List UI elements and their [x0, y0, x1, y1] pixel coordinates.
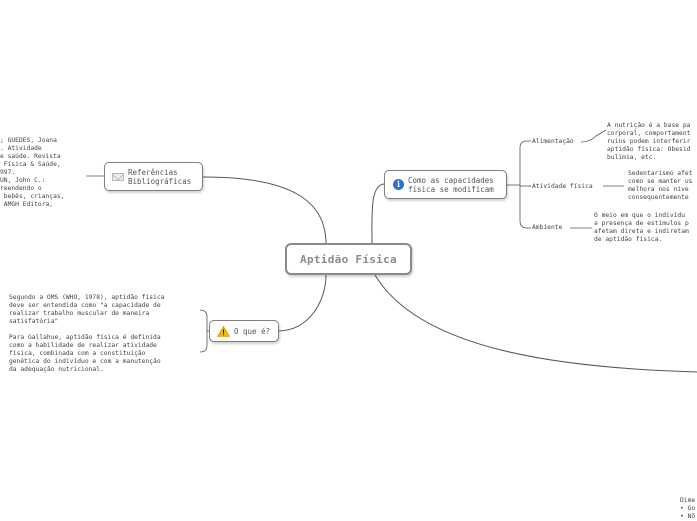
central-topic[interactable]: Aptidão Física [285, 243, 412, 275]
subtopic-ambiente[interactable]: Ambiente [532, 224, 563, 231]
link-central-referencias [202, 176, 327, 245]
topic-capacidades[interactable]: i Como as capacidades física se modifica… [384, 170, 507, 199]
subtopic-alimentacao[interactable]: Alimentação [532, 138, 574, 145]
link-central-capacidades [371, 183, 385, 245]
info-icon: i [393, 179, 404, 190]
topic-referencias-label: Referências Bibliográficas [128, 167, 192, 186]
referencias-text: ; GUEDES, Joana . Atividade e saúde. Rev… [0, 137, 65, 208]
central-topic-label: Aptidão Física [300, 252, 397, 266]
ambiente-text: O meio em que o indivídu a presença de e… [594, 212, 689, 243]
atividade-fisica-text: Sedentarismo afet como se manter us melh… [628, 170, 693, 201]
topic-o-que-e[interactable]: O que é? [209, 320, 279, 342]
oque-definicao-oms: Segundo a OMS (WHO, 1978), aptidão físic… [9, 294, 165, 325]
bracket-capacidades [519, 140, 528, 229]
dimensoes-text: Dime • Go • Nõ [680, 497, 696, 520]
link-central-dimensoes [374, 274, 697, 373]
topic-o-que-e-label: O que é? [234, 326, 271, 336]
link-central-oque [278, 274, 327, 332]
envelope-icon [112, 172, 124, 181]
bracket-oque [199, 309, 208, 353]
alimentacao-text: A nutrição é a base pa corporal, comport… [607, 122, 691, 161]
oque-definicao-gallahue: Para Gallahue, aptidão física é definida… [9, 334, 161, 373]
topic-referencias[interactable]: Referências Bibliográficas [104, 162, 203, 191]
warning-icon [217, 325, 230, 337]
topic-capacidades-label: Como as capacidades física se modificam [408, 175, 494, 194]
subtopic-atividade-fisica[interactable]: Atividade física [532, 183, 593, 190]
